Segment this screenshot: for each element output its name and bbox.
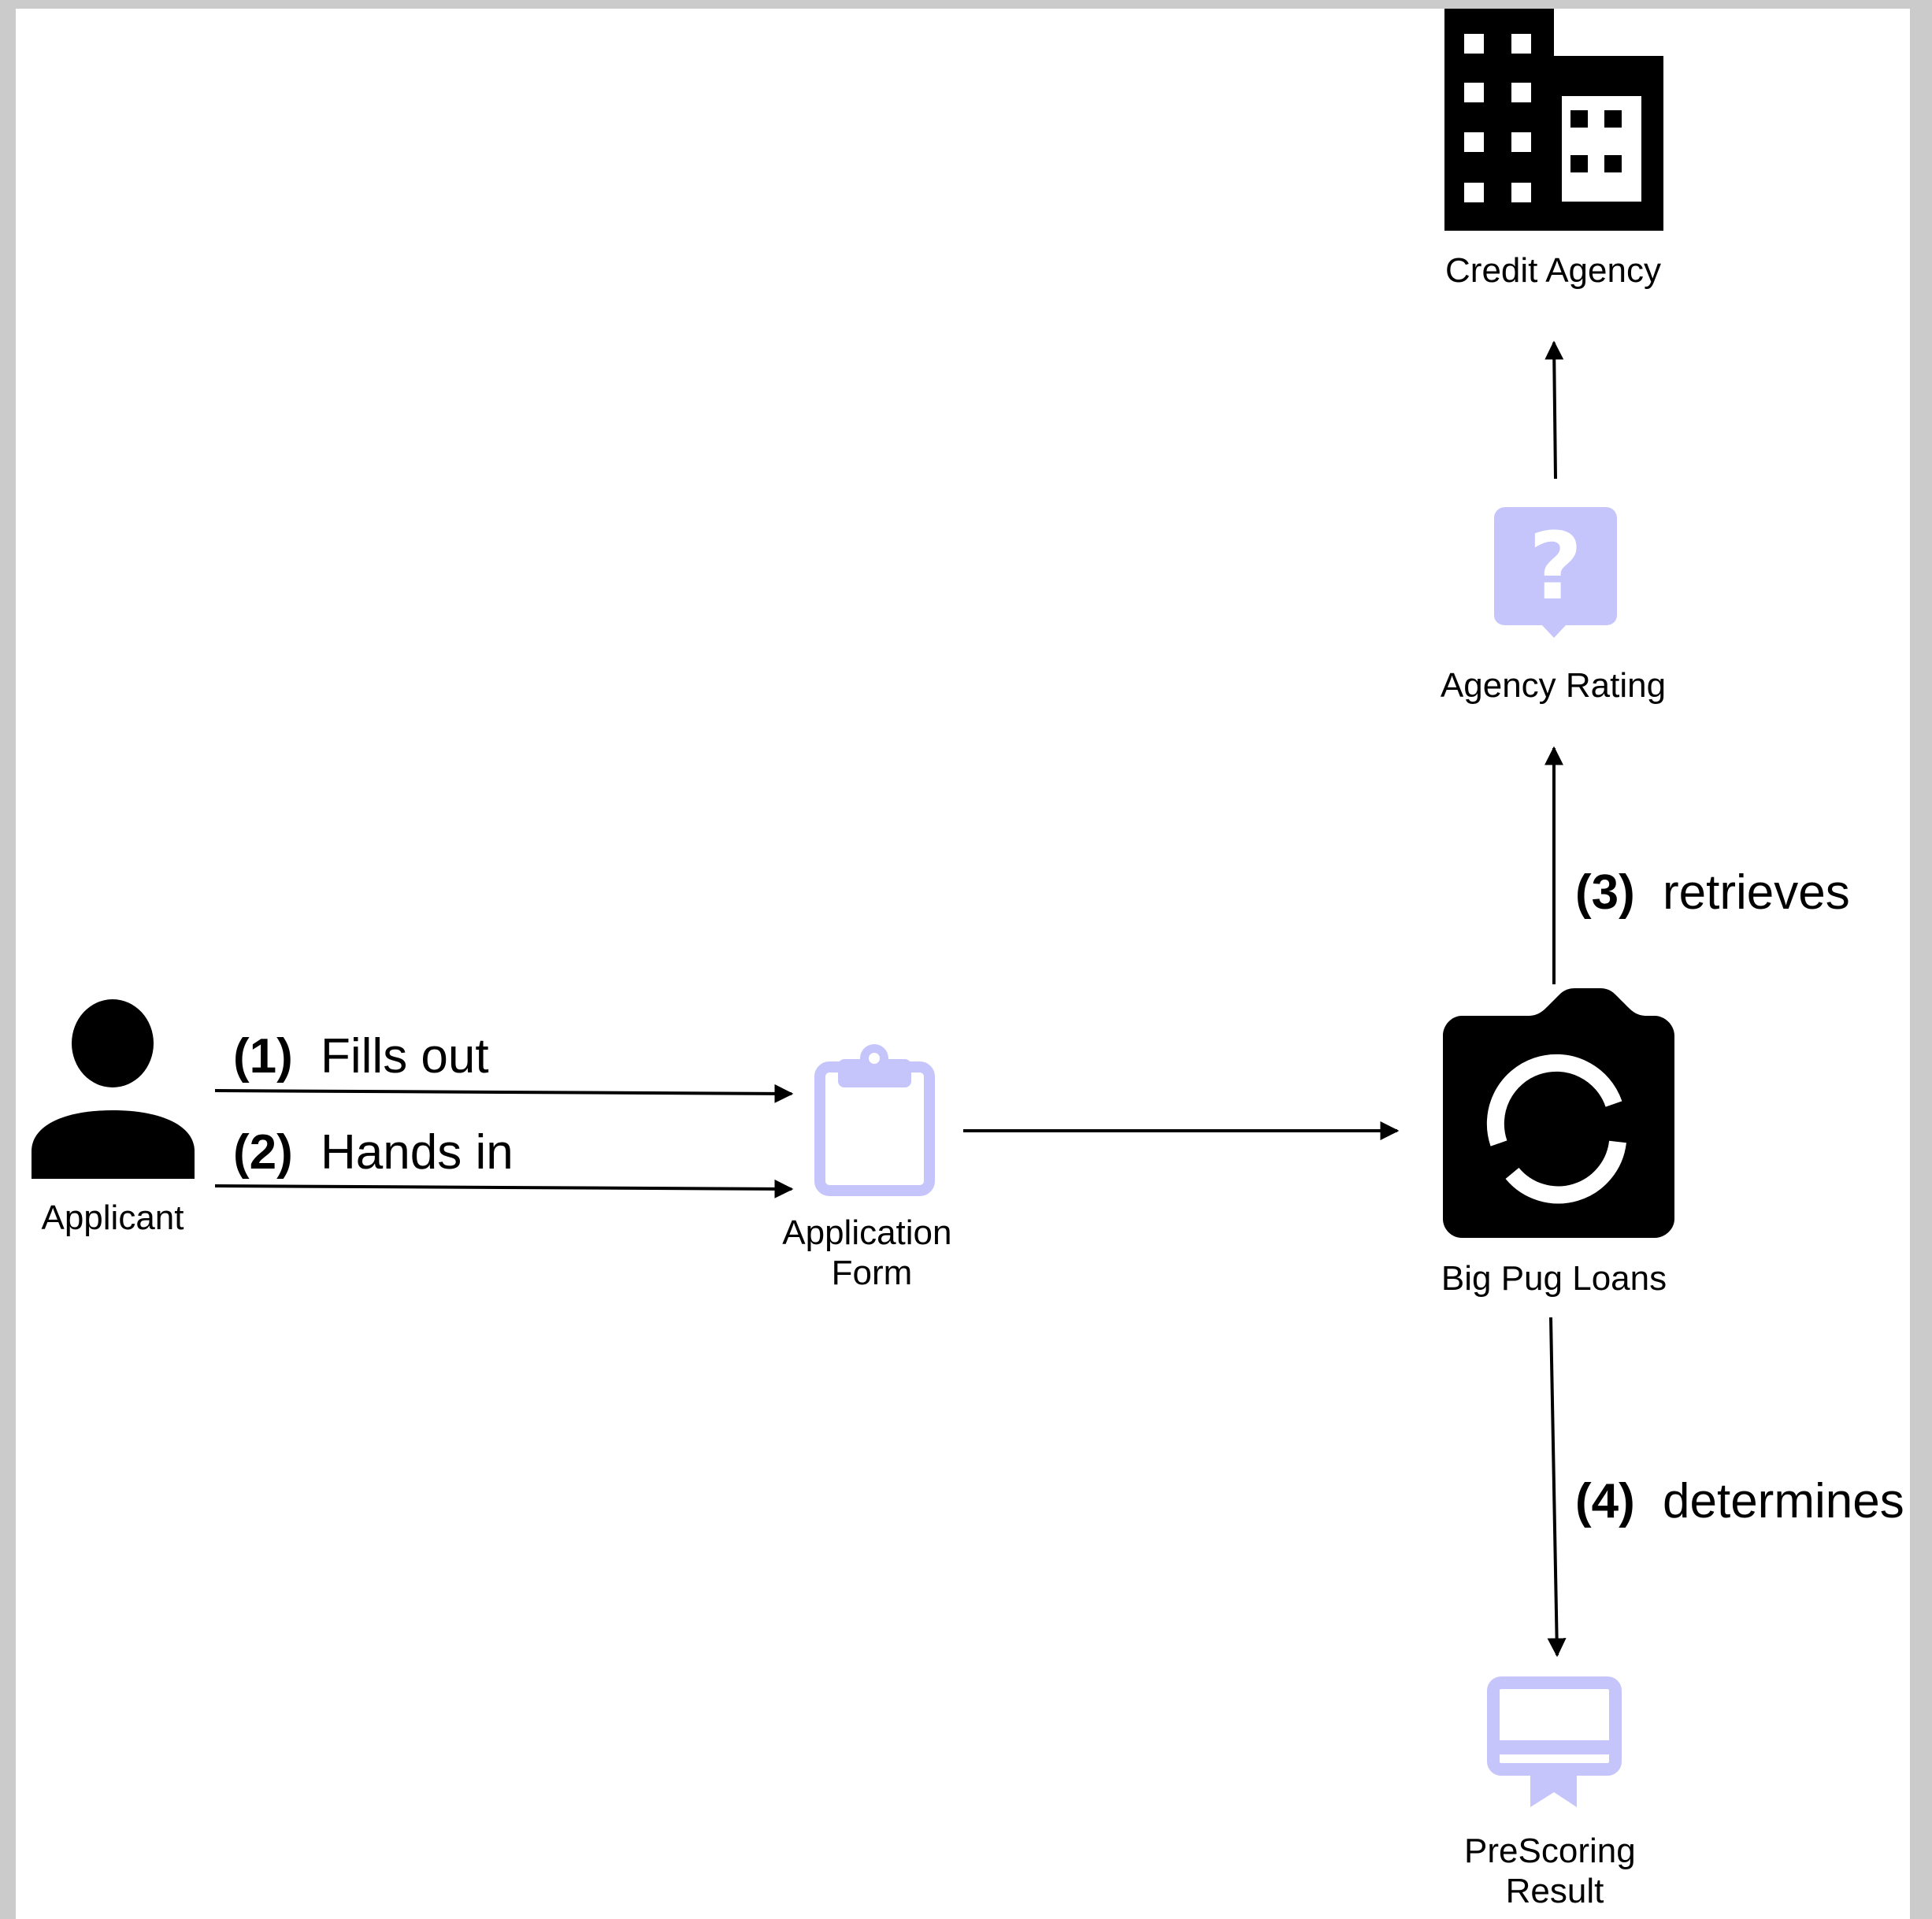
- edge-text-fills-out: Fills out: [321, 1029, 489, 1084]
- agency-rating-label: Agency Rating: [1441, 666, 1666, 705]
- edge-label-retrieves: (3) retrieves: [1575, 865, 1850, 920]
- application-form-label: Application Form: [782, 1213, 962, 1292]
- prescoring-result-label-line1: PreScoring: [1464, 1832, 1636, 1870]
- edge-number-4: (4): [1575, 1474, 1635, 1528]
- application-form-label-line2: Form: [832, 1254, 913, 1292]
- edge-label-fills-out: (1) Fills out: [233, 1029, 489, 1084]
- edge-label-hands-in: (2) Hands in: [233, 1125, 514, 1180]
- clipboard-icon: [814, 1044, 935, 1196]
- edge-number-1: (1): [233, 1029, 293, 1084]
- certificate-icon: [1487, 1676, 1622, 1807]
- agency-rating-node[interactable]: ? Agency Rating: [1441, 507, 1666, 705]
- svg-text:?: ?: [1529, 512, 1582, 621]
- camera-sync-icon: [1443, 988, 1674, 1238]
- prescoring-result-label: PreScoring Result: [1464, 1832, 1645, 1910]
- building-icon: [1444, 9, 1663, 231]
- question-badge-icon: ?: [1494, 507, 1617, 638]
- arrow-determines: [1547, 1317, 1567, 1658]
- credit-agency-label: Credit Agency: [1445, 251, 1661, 290]
- credit-agency-node[interactable]: Credit Agency: [1444, 9, 1663, 290]
- arrow-fills-out: [214, 1084, 794, 1103]
- applicant-node[interactable]: Applicant: [32, 999, 195, 1237]
- prescoring-result-node[interactable]: PreScoring Result: [1464, 1676, 1645, 1910]
- edge-number-2: (2): [233, 1125, 293, 1180]
- arrow-hands-in: [214, 1179, 794, 1198]
- applicant-label: Applicant: [41, 1198, 184, 1237]
- edge-number-3: (3): [1575, 865, 1635, 920]
- page-background: [16, 9, 1910, 1919]
- edge-label-determines: (4) determines: [1575, 1474, 1904, 1528]
- application-form-node[interactable]: Application Form: [782, 1044, 962, 1292]
- prescoring-result-label-line2: Result: [1506, 1872, 1604, 1910]
- big-pug-loans-node[interactable]: Big Pug Loans: [1441, 988, 1674, 1298]
- edge-text-determines: determines: [1663, 1474, 1904, 1528]
- application-form-label-line1: Application: [782, 1213, 951, 1252]
- edge-text-hands-in: Hands in: [321, 1125, 514, 1180]
- big-pug-loans-label: Big Pug Loans: [1441, 1259, 1667, 1298]
- edge-text-retrieves: retrieves: [1663, 865, 1850, 920]
- person-icon: [32, 999, 195, 1179]
- arrow-rating-to-credit-agency: [1544, 340, 1564, 480]
